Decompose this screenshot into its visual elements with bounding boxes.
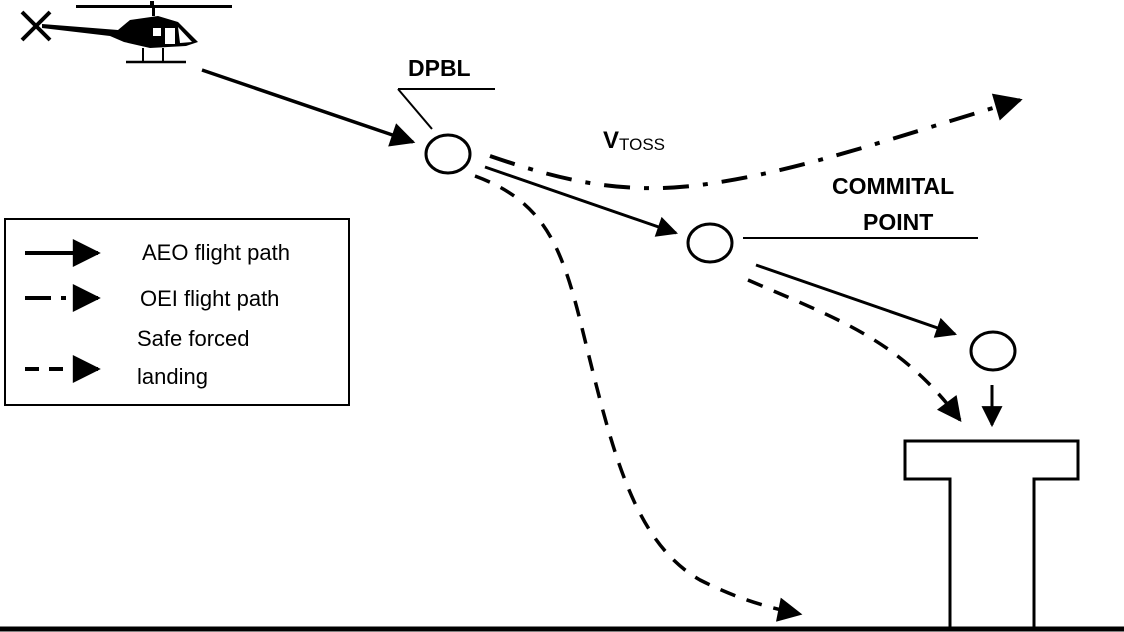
legend-label-forced-2: landing bbox=[137, 364, 208, 389]
aeo-path-commital-to-final bbox=[755, 263, 957, 338]
aeo-path-dpbl-to-commital bbox=[484, 165, 678, 237]
commital-label-line2: POINT bbox=[863, 209, 933, 235]
legend-label-aeo: AEO flight path bbox=[142, 240, 290, 265]
oei-path-continued-takeoff bbox=[489, 93, 1023, 191]
aeo-path-approach bbox=[201, 68, 416, 147]
legend-label-forced-1: Safe forced bbox=[137, 326, 250, 351]
final-hover-point bbox=[969, 330, 1017, 372]
dpbl-point bbox=[424, 133, 472, 175]
dpbl-label: DPBL bbox=[408, 55, 471, 81]
legend-box bbox=[4, 218, 350, 406]
helicopter-icon bbox=[20, 1, 232, 64]
flight-paths bbox=[201, 68, 1023, 622]
legend: AEO flight path OEI flight path Safe for… bbox=[4, 218, 350, 406]
commital-label-line1: COMMITAL bbox=[832, 173, 954, 199]
dpbl-leader bbox=[397, 88, 433, 130]
forced-landing-path-rejected bbox=[474, 174, 803, 622]
commital-point bbox=[686, 222, 734, 264]
forced-landing-path-commital bbox=[747, 278, 962, 422]
vtoss-label: VTOSS bbox=[603, 127, 665, 154]
elevated-helipad bbox=[903, 439, 1080, 630]
legend-label-oei: OEI flight path bbox=[140, 286, 279, 311]
